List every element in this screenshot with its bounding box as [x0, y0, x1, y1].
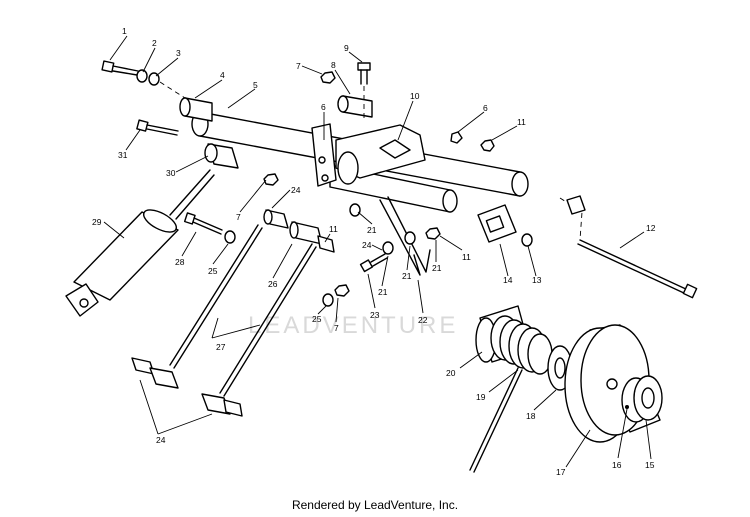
spacer-sleeve-8 — [337, 95, 373, 118]
callout-9: 9 — [344, 43, 349, 53]
bolt-31 — [136, 119, 179, 136]
washer-21-a — [382, 241, 394, 255]
callout-14: 14 — [503, 275, 513, 285]
callout-21b: 21 — [378, 287, 388, 297]
callout-28: 28 — [175, 257, 185, 267]
nut-7-top — [320, 71, 336, 84]
callout-29: 29 — [92, 217, 102, 227]
callout-20: 20 — [446, 368, 456, 378]
shock-absorber-29 — [65, 169, 215, 317]
nut-11-mid — [425, 227, 441, 240]
callout-18: 18 — [526, 411, 536, 421]
callout-11b: 11 — [329, 224, 338, 234]
callout-27: 27 — [216, 342, 226, 352]
callout-24c: 24 — [156, 435, 166, 445]
callout-11a: 11 — [517, 117, 526, 127]
pivot-bracket — [311, 123, 426, 187]
callout-30: 30 — [166, 168, 176, 178]
bushing-24-upper — [263, 209, 289, 229]
hub-15-16 — [621, 375, 663, 423]
washer-21-c — [349, 203, 361, 217]
callout-25a: 25 — [208, 266, 218, 276]
callout-7b: 7 — [236, 212, 241, 222]
callout-3: 3 — [176, 48, 181, 58]
nut-11-right — [480, 139, 495, 152]
callout-11c: 11 — [462, 252, 471, 262]
washers-2-3 — [136, 69, 160, 86]
callout-12: 12 — [646, 223, 656, 233]
spacer-sleeve-4 — [179, 97, 213, 122]
callout-31: 31 — [118, 150, 128, 160]
bolt-9 — [357, 62, 371, 85]
callout-13: 13 — [532, 275, 542, 285]
rods-27 — [169, 224, 317, 397]
callout-7c: 7 — [334, 323, 339, 333]
nut-6-right — [450, 131, 463, 144]
long-bolt-12 — [577, 239, 698, 299]
callout-25b: 25 — [312, 314, 322, 324]
callout-24b: 24 — [362, 240, 372, 250]
footer-credit: Rendered by LeadVenture, Inc. — [291, 498, 459, 512]
callout-22: 22 — [418, 315, 428, 325]
callout-26: 26 — [268, 279, 278, 289]
callout-21c: 21 — [402, 271, 412, 281]
bolt-1 — [101, 60, 139, 76]
callout-10: 10 — [410, 91, 420, 101]
nut-7-lower — [334, 284, 350, 297]
mount-clip — [566, 195, 586, 215]
nut-7-mid — [263, 173, 279, 186]
bushing-26 — [289, 221, 323, 245]
callout-6: 6 — [321, 102, 326, 112]
washer-25-lower — [322, 293, 334, 307]
callout-labels: 1 2 3 4 5 6 7 8 9 10 6 11 12 13 14 15 16… — [92, 26, 656, 477]
bolt-28 — [183, 212, 223, 235]
callout-8: 8 — [331, 60, 336, 70]
bushing-11 — [317, 235, 335, 253]
torsion-spring-19 — [469, 315, 553, 473]
callout-1: 1 — [122, 26, 127, 36]
bushing-24-lower-left — [131, 357, 179, 389]
washer-21-b — [404, 231, 416, 245]
callout-19: 19 — [476, 392, 486, 402]
washer-13 — [521, 233, 533, 247]
callout-24a: 24 — [291, 185, 301, 195]
bushing-30 — [204, 143, 239, 169]
bolt-23 — [359, 253, 388, 273]
callout-2: 2 — [152, 38, 157, 48]
callout-15: 15 — [645, 460, 655, 470]
callout-5: 5 — [253, 80, 258, 90]
callout-16: 16 — [612, 460, 622, 470]
callout-21a: 21 — [367, 225, 377, 235]
callout-17: 17 — [556, 467, 566, 477]
bracket-14 — [477, 204, 517, 243]
washer-25-left — [224, 230, 236, 244]
assembly-line — [159, 81, 186, 99]
callout-23: 23 — [370, 310, 380, 320]
callout-21d: 21 — [432, 263, 442, 273]
bushing-24-lower-right — [201, 393, 243, 417]
callout-7: 7 — [296, 61, 301, 71]
callout-6b: 6 — [483, 103, 488, 113]
watermark-text: LEADVENTURE — [248, 312, 458, 339]
callout-4: 4 — [220, 70, 225, 80]
